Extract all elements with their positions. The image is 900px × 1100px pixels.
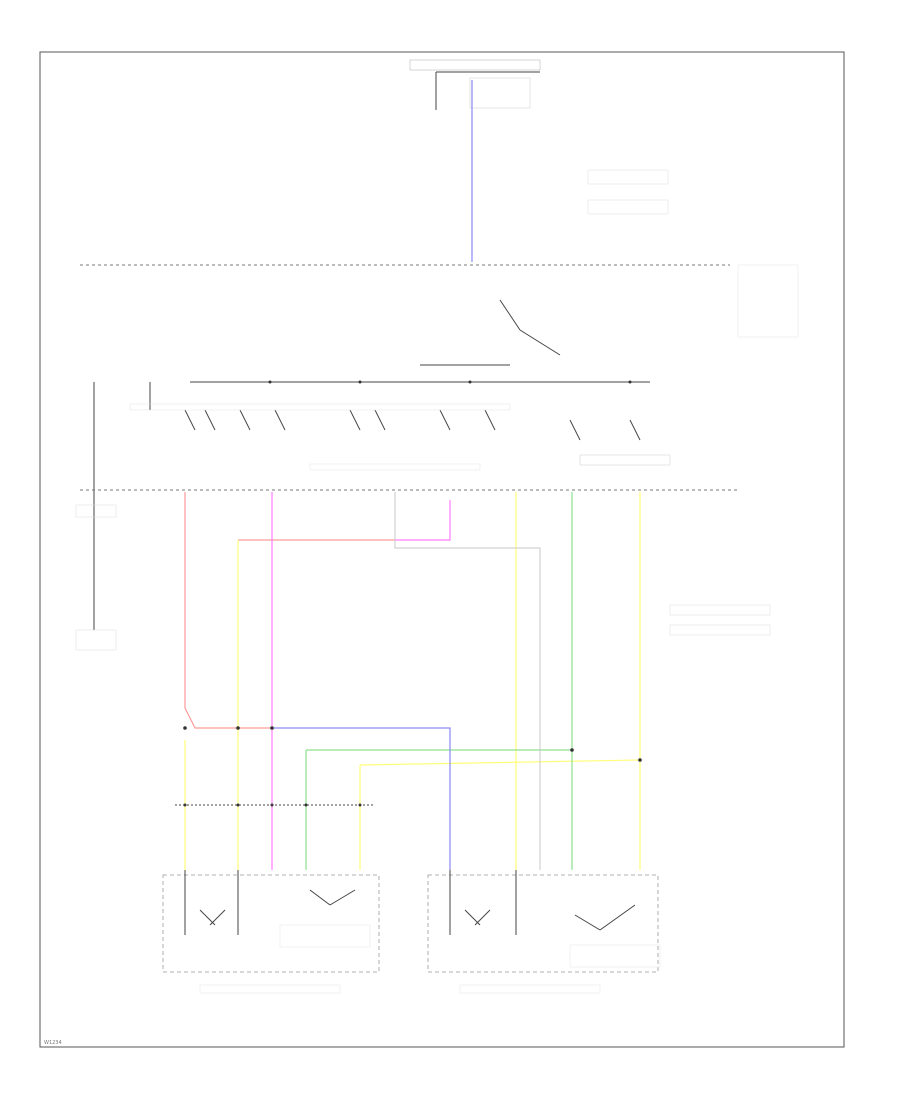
mirror-left [162,870,380,994]
ground-feed-left [75,382,117,651]
diagram-frame [39,51,845,1048]
label-column-right [737,264,799,338]
switch-assembly [129,299,671,471]
notes-upper [587,169,669,215]
wire-gray [394,492,541,870]
junctions [175,726,642,807]
wire-red [184,492,272,729]
notes-middle [669,604,771,636]
colored-wires [184,492,641,870]
wire-blue [272,727,451,870]
footer-code: W1234 [44,1040,62,1046]
top-power-feed [409,59,541,110]
mirror-right [427,870,661,994]
wire-yellow-e [359,759,641,766]
wire-pink-right [395,500,451,541]
